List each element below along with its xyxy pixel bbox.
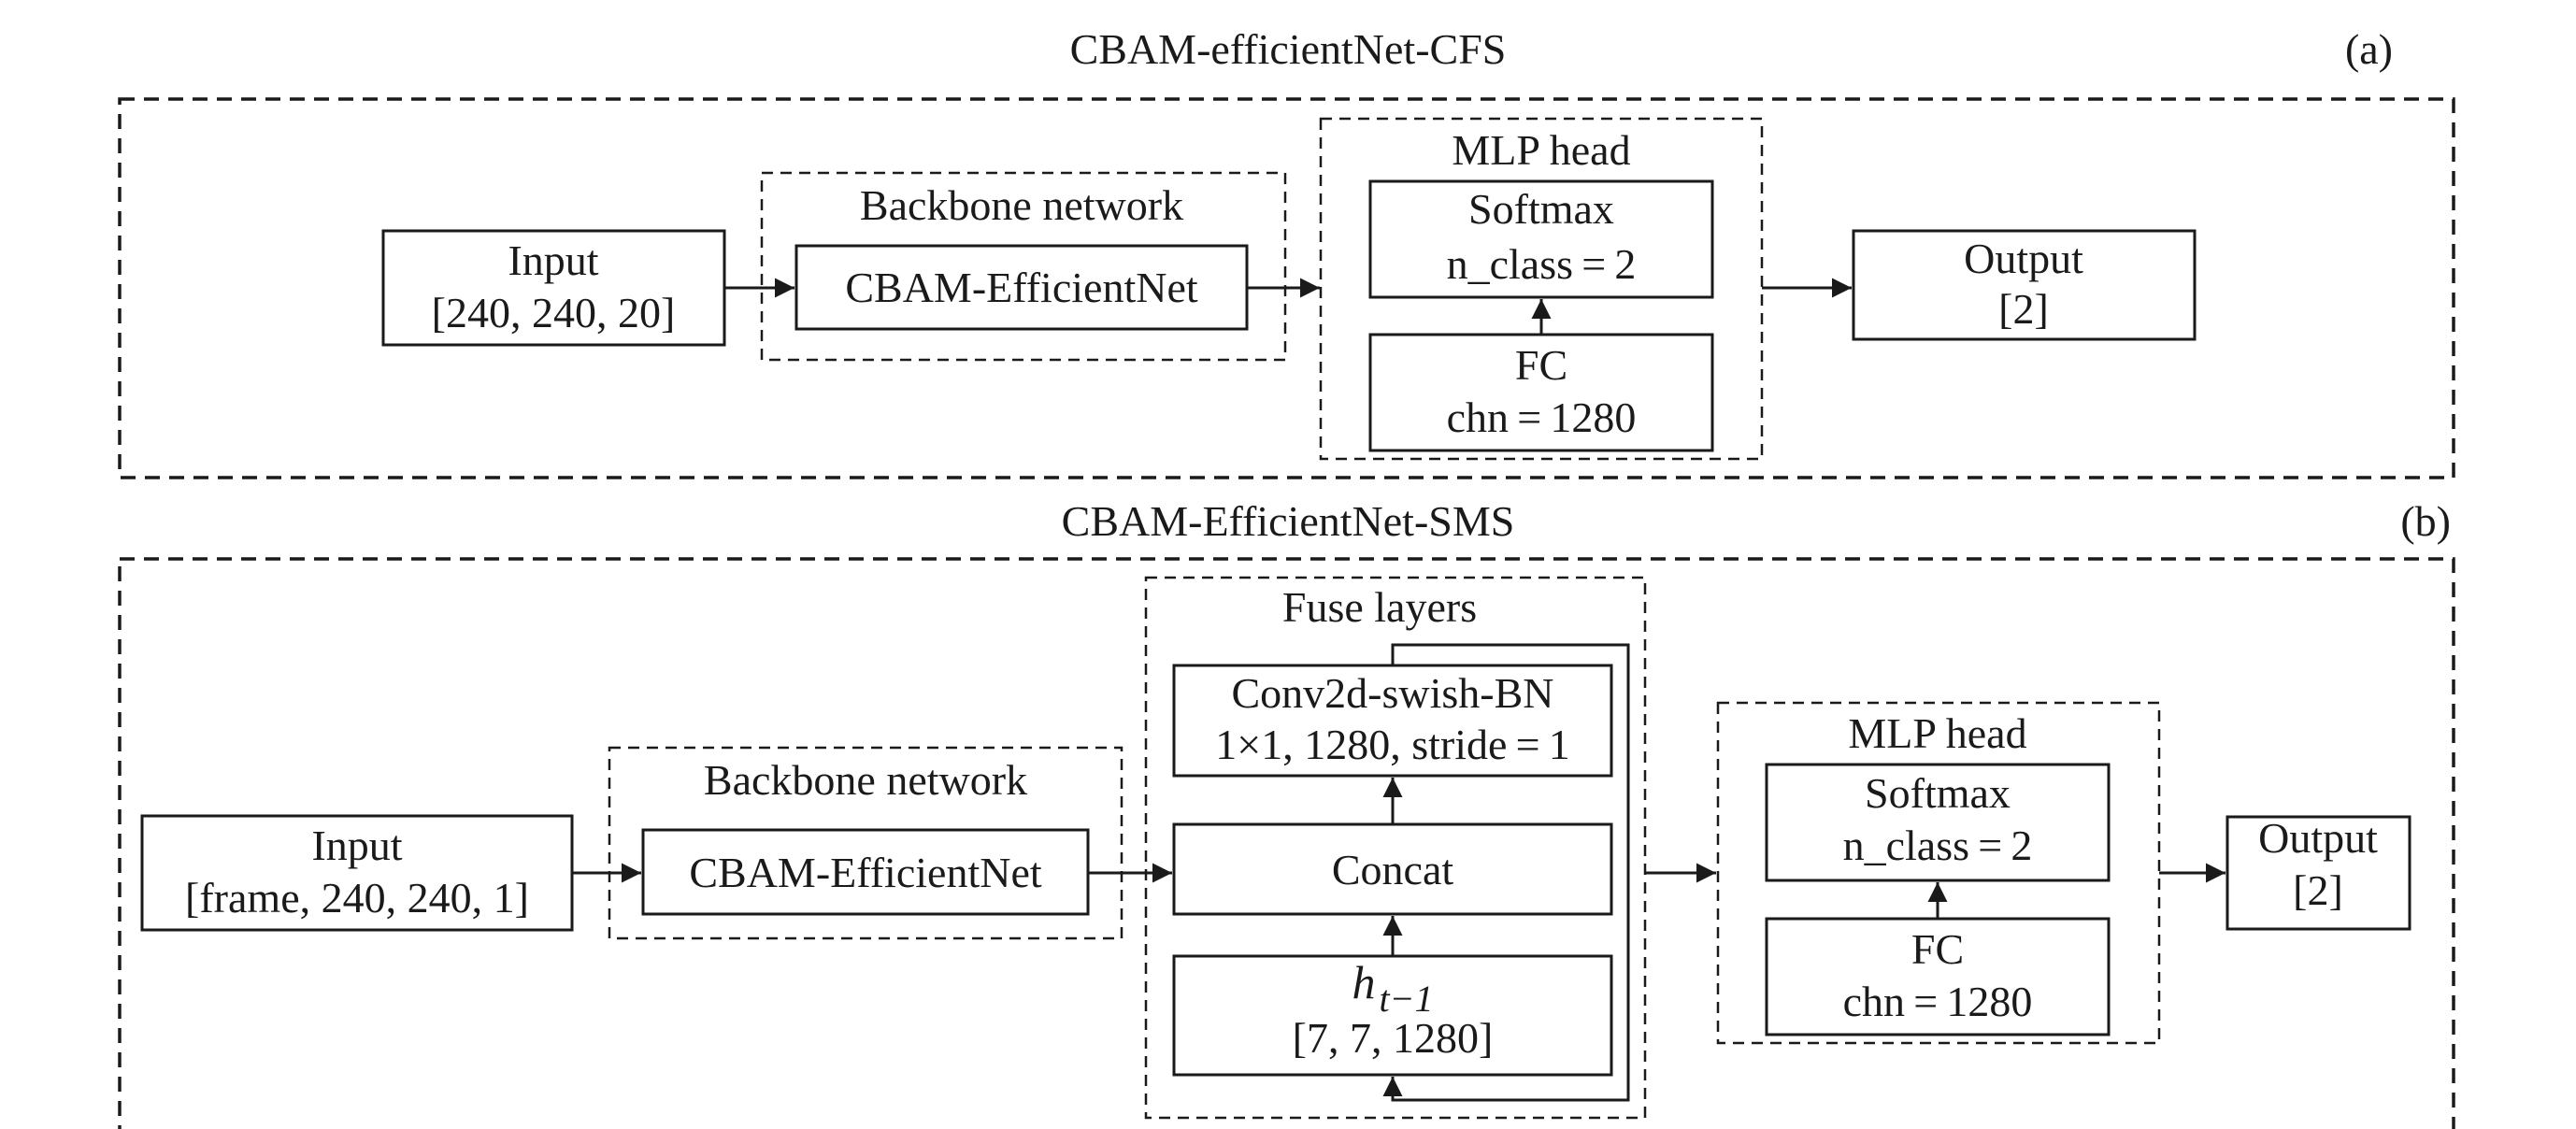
panel-b-backbone-title: Backbone network (704, 756, 1027, 804)
panel-a-softmax-label: Softmax (1468, 185, 1614, 233)
panel-a-backbone-block (794, 244, 1249, 331)
panel-a-frame (118, 97, 2455, 479)
panel-a-input-label: Input (508, 236, 598, 284)
panel-b-input-label: Input (311, 822, 402, 869)
panel-a-mlp-frame (1319, 117, 1764, 461)
panel-b-conv-label: Conv2d-swish-BN (1231, 669, 1553, 717)
panel-b-concat-label: Concat (1332, 846, 1454, 893)
panel-b-input-block: Input [frame, 240, 240, 1] (140, 814, 574, 932)
panel-a-title: CBAM-efficientNet-CFS (1070, 25, 1507, 73)
panel-b-softmax-label: Softmax (1865, 769, 2011, 817)
panel-b-softmax-box (1765, 763, 2111, 882)
panel-b-hidden-state-box (1172, 954, 1613, 1077)
panel-b-input-box (140, 814, 574, 932)
panel-b-tag: (b) (2400, 497, 2451, 545)
panel-b-input-shape: [frame, 240, 240, 1] (185, 874, 529, 922)
panel-b-backbone-frame (608, 746, 1123, 940)
panel-b-mlp-frame (1716, 701, 2161, 1045)
panel-a-backbone-title: Backbone network (860, 181, 1183, 229)
panel-b-conv-box (1172, 664, 1613, 778)
panel-a-backbone-group: Backbone network CBAM-EfficientNet (760, 171, 1287, 362)
panel-a-mlp-head: MLP head Softmax n_class = 2 FC chn = 12… (1319, 117, 1764, 461)
panel-a-softmax-param: n_class = 2 (1447, 240, 1637, 288)
panel-a-input-block: Input [240, 240, 20] (381, 229, 726, 347)
panel-b-fc-label: FC (1911, 925, 1964, 973)
panel-b-concat-box (1172, 822, 1613, 916)
panel-b-output-box (2225, 815, 2411, 931)
panel-a-backbone-frame (760, 171, 1287, 362)
panel-b: CBAM-EfficientNet-SMS (b) Input [frame, … (118, 497, 2455, 1129)
panel-b-softmax-param: n_class = 2 (1843, 822, 2033, 869)
panel-b-hidden-state-shape: [7, 7, 1280] (1293, 1014, 1494, 1062)
panel-b-title: CBAM-EfficientNet-SMS (1062, 497, 1515, 545)
panel-b-mlp-head: MLP head Softmax n_class = 2 FC chn = 12… (1716, 701, 2161, 1045)
panel-b-fc-param: chn = 1280 (1843, 978, 2033, 1025)
panel-b-fuse-title: Fuse layers (1282, 583, 1477, 631)
panel-b-fuse-layers: Fuse layers Conv2d-swish-BN 1×1, 1280, s… (1144, 576, 1647, 1120)
panel-a-fc-param: chn = 1280 (1447, 393, 1637, 441)
hidden-state-subscript: t−1 (1379, 978, 1433, 1020)
panel-a-fc-label: FC (1515, 341, 1567, 389)
panel-a-tag: (a) (2345, 25, 2393, 73)
panel-b-backbone-block-label: CBAM-EfficientNet (689, 849, 1042, 896)
panel-b-mlp-title: MLP head (1848, 709, 2026, 757)
panel-b-frame (118, 557, 2455, 1129)
hidden-state-symbol: h (1352, 956, 1375, 1008)
panel-b-backbone-group: Backbone network CBAM-EfficientNet (608, 746, 1123, 940)
panel-b-output-shape: [2] (2293, 866, 2343, 914)
panel-a-input-box (381, 229, 726, 347)
panel-a: CBAM-efficientNet-CFS (a) Input [240, 24… (118, 25, 2455, 479)
panel-a-output-block: Output [2] (1852, 229, 2197, 341)
panel-a-output-label: Output (1964, 235, 2083, 282)
panel-a-output-box (1852, 229, 2197, 341)
panel-a-input-shape: [240, 240, 20] (432, 289, 676, 336)
panel-a-output-shape: [2] (1998, 285, 2049, 333)
panel-b-output-label: Output (2258, 814, 2378, 862)
panel-a-backbone-block-label: CBAM-EfficientNet (845, 264, 1198, 311)
panel-a-mlp-title: MLP head (1452, 126, 1630, 174)
panel-b-recurrent-loop-arrow (1382, 643, 1630, 1102)
panel-a-fc-box (1368, 333, 1714, 452)
panel-b-output-block: Output [2] (2225, 814, 2411, 931)
panel-a-softmax-box (1368, 179, 1714, 299)
panel-b-conv-param: 1×1, 1280, stride = 1 (1215, 721, 1570, 768)
panel-b-fuse-frame (1144, 576, 1647, 1120)
